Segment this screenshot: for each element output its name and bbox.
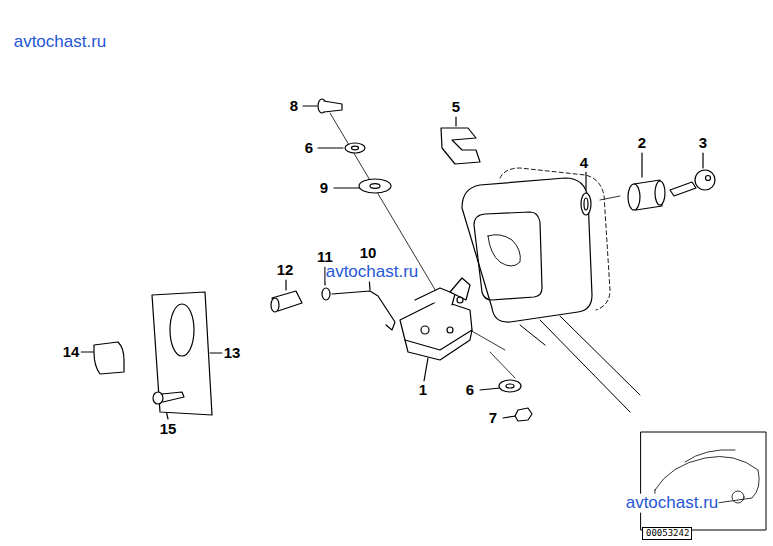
watermark: avtochast.ru [626, 494, 719, 513]
callout-number: 12 [276, 262, 295, 279]
callout-number: 8 [289, 98, 299, 115]
callout-number: 2 [637, 135, 647, 152]
callout-number: 15 [159, 421, 178, 438]
watermark: avtochast.ru [326, 263, 419, 282]
watermark: avtochast.ru [14, 33, 107, 52]
callout-number: 6 [304, 140, 314, 157]
callout-number: 3 [698, 135, 708, 152]
callout-number: 9 [319, 180, 329, 197]
callout-number: 14 [62, 344, 81, 361]
callout-number: 4 [579, 155, 589, 172]
callout-number: 13 [223, 345, 242, 362]
callout-number: 7 [488, 410, 498, 427]
callout-number: 6 [465, 382, 475, 399]
drawing-code-box: 00053242 [642, 527, 692, 540]
callout-number: 10 [359, 245, 378, 262]
callout-number: 5 [451, 99, 461, 116]
callout-number: 1 [418, 382, 428, 399]
drawing-code: 00053242 [646, 529, 688, 539]
